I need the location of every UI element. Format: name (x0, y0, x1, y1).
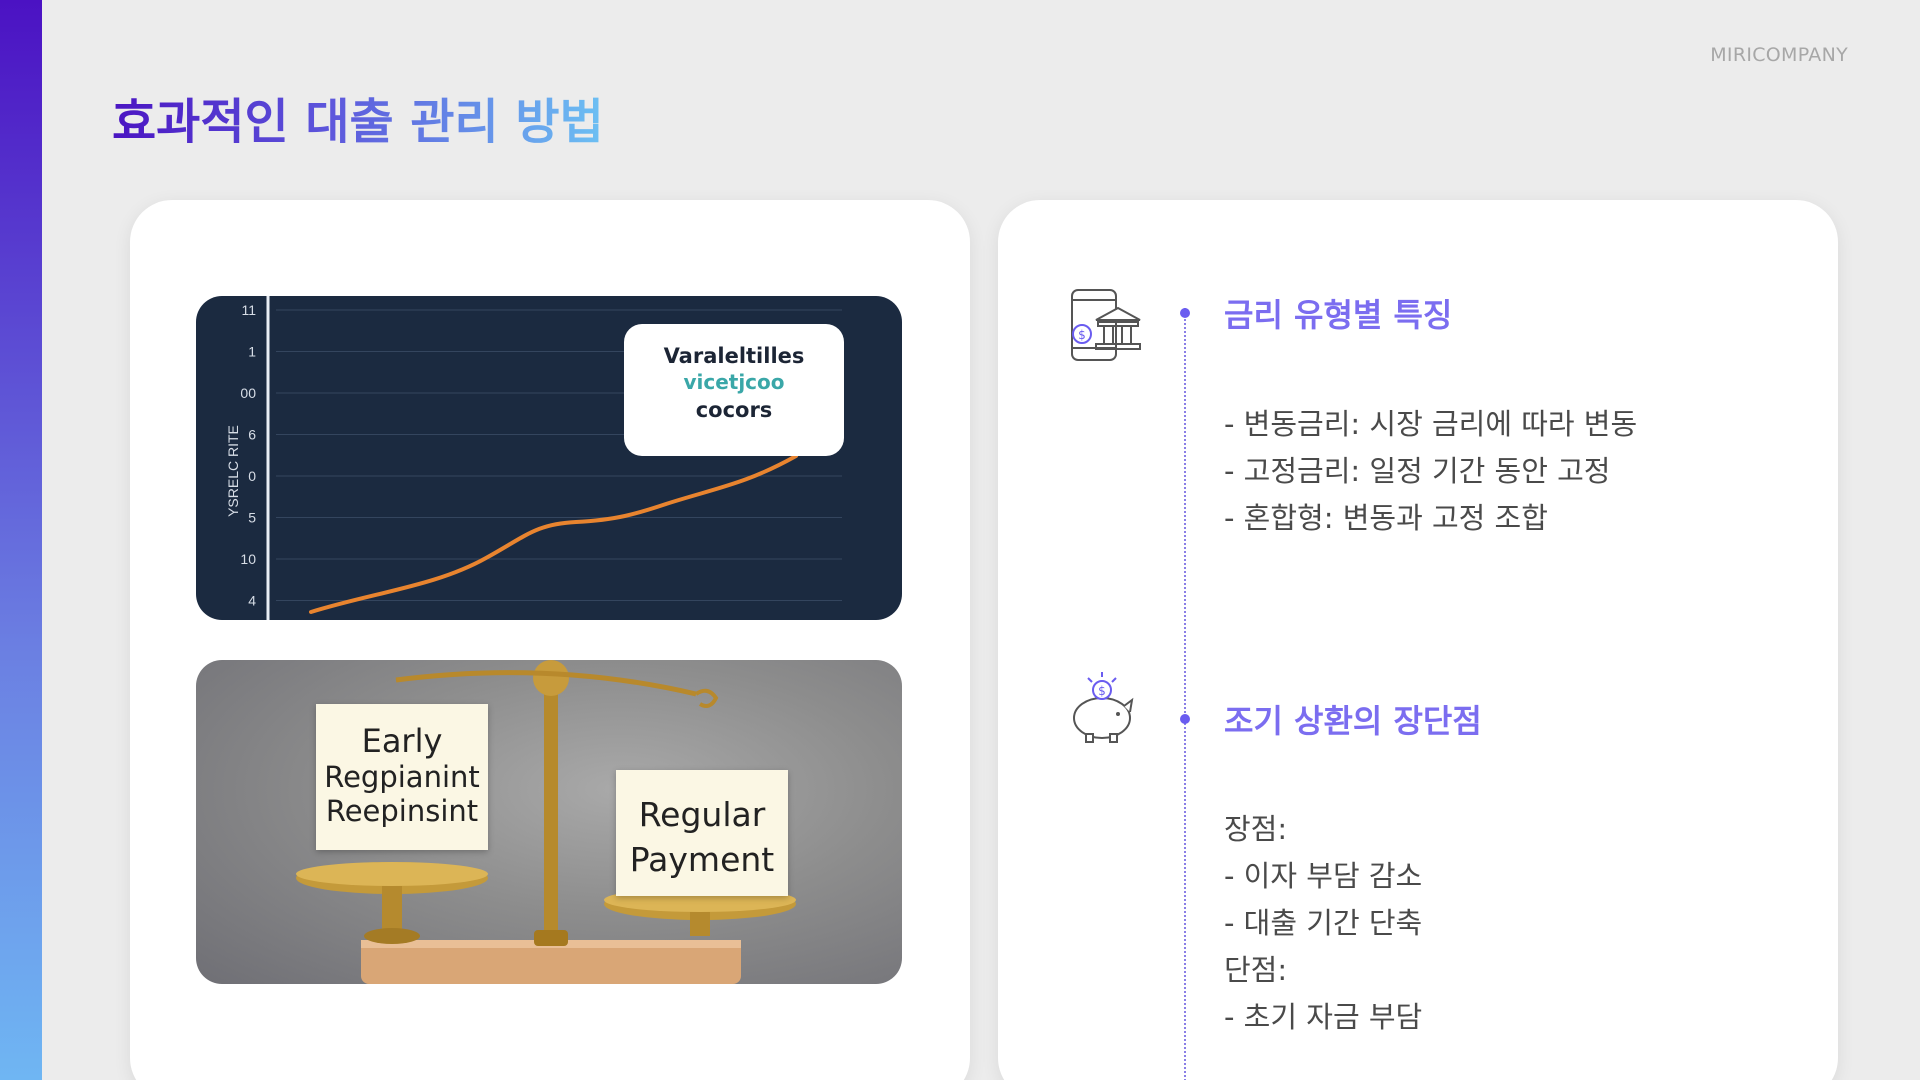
callout-line-3: cocors (695, 398, 773, 422)
chart-ytick-label: 5 (248, 510, 256, 526)
chart-ytick-label: 4 (248, 593, 256, 609)
chart-ytick-label: 0 (248, 468, 256, 484)
chart-callout-bubble: Varaleltilles vicetjcoo cocors (624, 324, 844, 456)
note-right-line-1: Regular (638, 795, 766, 834)
timeline-dot-1 (1180, 308, 1190, 318)
repayment-line: 장점: (1224, 812, 1288, 846)
brand-label: MIRICOMPANY (1710, 44, 1848, 66)
chart-ytick-label: 11 (241, 302, 256, 318)
early-repayment-note: Early Regpianint Reepinsint (316, 704, 488, 850)
timeline-line (1184, 308, 1186, 1080)
section-body-rate-types: - 변동금리: 시장 금리에 따라 변동 - 고정금리: 일정 기간 동안 고정… (1224, 401, 1637, 542)
rate-type-line: - 고정금리: 일정 기간 동안 고정 (1224, 454, 1611, 488)
repayment-line: - 초기 자금 부담 (1224, 1000, 1423, 1034)
trend-line (309, 454, 798, 614)
balance-scale-image: Early Regpianint Reepinsint Regular Paym… (196, 660, 902, 984)
note-right-line-2: Payment (629, 840, 775, 879)
note-left-line-1: Early (361, 722, 443, 760)
callout-line-2: vicetjcoo (683, 370, 785, 394)
accent-sidebar (0, 0, 42, 1080)
mobile-bank-icon: $ (1071, 289, 1141, 361)
chart-ytick-label: 00 (240, 385, 256, 401)
chart-ytick-label: 6 (248, 427, 256, 443)
content-card: $ 금리 유형별 특징 - 변동금리: 시장 금리에 따라 변동 - 고정금리:… (998, 200, 1838, 1080)
rate-type-line: - 변동금리: 시장 금리에 따라 변동 (1224, 407, 1638, 441)
note-left-line-3: Reepinsint (325, 794, 479, 828)
rate-type-line: - 혼합형: 변동과 고정 조합 (1224, 501, 1548, 535)
section-title-rate-types: 금리 유형별 특징 (1224, 296, 1453, 334)
svg-text:$: $ (1098, 684, 1106, 698)
page-title: 효과적인 대출 관리 방법 (112, 82, 604, 152)
repayment-line: 단점: (1224, 953, 1288, 987)
regular-payment-note: Regular Payment (616, 770, 788, 896)
balance-scale-graphic (296, 660, 796, 984)
chart-ylabel: YSRELC RITE (225, 425, 241, 517)
svg-text:$: $ (1078, 328, 1086, 342)
timeline-dot-2 (1180, 714, 1190, 724)
section-title-early-repayment: 조기 상환의 장단점 (1224, 702, 1482, 740)
section-body-early-repayment: 장점: - 이자 부담 감소 - 대출 기간 단축 단점: - 초기 자금 부담 (1224, 806, 1422, 1041)
chart-ytick-label: 1 (248, 344, 256, 360)
callout-line-1: Varaleltilles (663, 344, 805, 368)
note-left-line-2: Regpianint (324, 760, 480, 794)
chart-ytick-label: 10 (240, 551, 256, 567)
piggy-bank-icon: $ (1073, 672, 1134, 743)
repayment-line: - 대출 기간 단축 (1224, 906, 1423, 940)
repayment-line: - 이자 부담 감소 (1224, 859, 1423, 893)
